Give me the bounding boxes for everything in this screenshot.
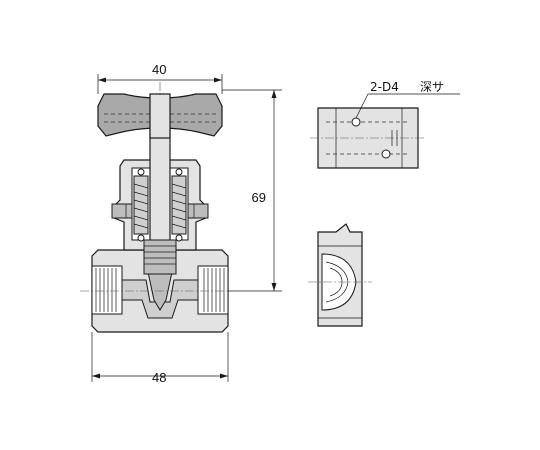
dimension-body-length: 48 — [152, 370, 166, 385]
dimension-height: 69 — [252, 190, 266, 205]
mounting-hole-2 — [381, 149, 391, 159]
handle-side-view: 2-D4 深サ — [310, 80, 460, 169]
hole-callout: 2-D4 — [370, 80, 399, 94]
dimension-handle-width: 40 — [152, 62, 166, 77]
mounting-hole-1 — [351, 117, 361, 127]
body-end-view — [308, 223, 372, 327]
front-section-view: 40 69 48 — [80, 62, 282, 385]
hole-depth-label: 深サ — [420, 80, 444, 94]
